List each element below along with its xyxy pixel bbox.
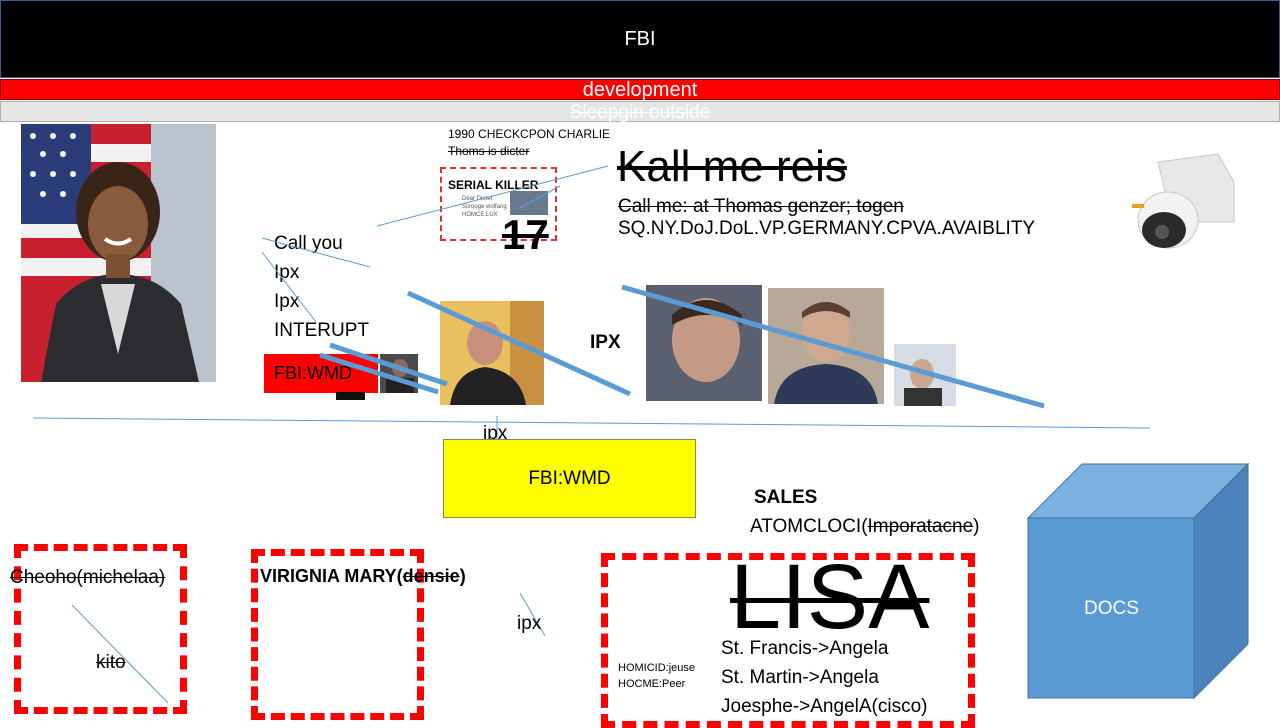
card-line-3: HOMCE:LUX: [462, 212, 498, 218]
headline-title: Kall me reis: [617, 142, 847, 191]
ipx-mid-label: ipx: [483, 423, 508, 444]
card-number: 17: [502, 211, 549, 258]
kito-label: kito: [96, 652, 126, 673]
note-line-1: 1990 CHECKCPON CHARLIE: [448, 127, 611, 141]
serial-killer-card: SERIAL KILLER Dear Dieter Scrooge wolfan…: [440, 167, 557, 241]
lisa-line: Joesphe->AngelA(cisco): [721, 696, 928, 717]
header-bar: FBI: [0, 0, 1280, 78]
dashed-box-cheoho: [14, 544, 187, 714]
call-list-item: Call you: [274, 233, 343, 254]
sales-title: SALES: [754, 487, 818, 508]
man-photo-2: [646, 285, 762, 401]
docs-cube: [1026, 462, 1250, 700]
header-title: FBI: [624, 27, 656, 50]
headline-sub-2: SQ.NY.DoJ.DoL.VP.GERMANY.CPVA.AVAIBLITY: [618, 218, 1036, 239]
small-photo: [380, 354, 418, 393]
development-bar: development: [0, 79, 1280, 101]
docs-label: DOCS: [1084, 598, 1139, 619]
sales-line: ATOMCLOCI(Imporatacne): [750, 516, 979, 538]
virignia-name: VIRIGNIA MARY(: [260, 566, 403, 586]
virignia-title: VIRIGNIA MARY(densie): [260, 566, 466, 587]
call-list-item: INTERUPT: [274, 320, 369, 341]
small-dark-tag: [336, 392, 365, 400]
virignia-end: ): [459, 566, 466, 586]
fbi-wmd-red-text: FBI:WMD: [274, 363, 352, 383]
lisa-small-2: HOCME:Peer: [618, 678, 686, 690]
lisa-big-text: LISA: [730, 546, 930, 648]
lisa-line: St. Francis->Angela: [721, 638, 889, 659]
cheoho-title: Cheoho(michelaa): [10, 567, 166, 588]
security-camera-icon: [1128, 152, 1236, 252]
card-line-2: Scrooge wolfang: [462, 204, 507, 210]
call-list-item: Ipx: [274, 262, 300, 283]
lisa-line: St. Martin->Angela: [721, 667, 879, 688]
fbi-wmd-red-label: FBI:WMD: [264, 354, 378, 393]
sales-prefix: ATOMCLOCI(: [750, 516, 868, 537]
note-line-2: Thoms is dicter: [448, 144, 530, 158]
lisa-small-1: HOMICID:jeuse: [618, 662, 696, 674]
fbi-wmd-yellow-text: FBI:WMD: [528, 468, 611, 489]
virignia-struck: densie: [402, 566, 460, 586]
sleeping-bar: Sleepgin outside: [0, 101, 1280, 123]
dashed-box-virignia: [251, 549, 424, 720]
headline-sub-1: Call me: at Thomas genzer; togen: [618, 196, 904, 217]
ipx-bold-label: IPX: [590, 332, 621, 353]
sales-struck: Imporatacne: [867, 516, 974, 537]
ipx-lower-label: ipx: [517, 613, 542, 634]
fbi-wmd-yellow-box: FBI:WMD: [443, 439, 696, 518]
portrait-photo: [21, 124, 216, 382]
sales-suffix: ): [973, 516, 980, 537]
call-list-item: Ipx: [274, 291, 300, 312]
card-line-1: Dear Dieter: [462, 196, 493, 202]
card-title: SERIAL KILLER: [448, 178, 539, 192]
